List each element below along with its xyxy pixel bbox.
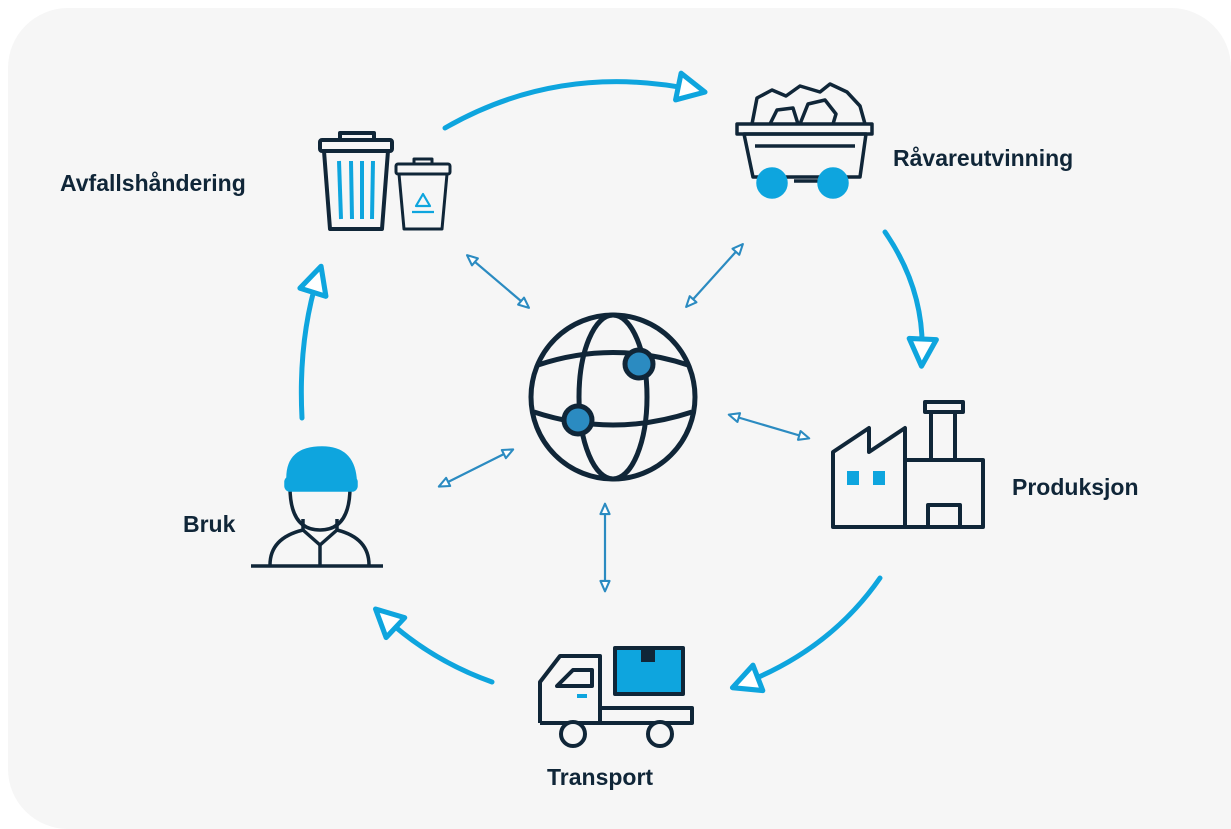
label-waste-management: Avfallshåndering xyxy=(60,170,246,196)
label-production: Produksjon xyxy=(1012,474,1139,500)
arrow-use-to-waste xyxy=(297,263,329,421)
label-use: Bruk xyxy=(183,511,236,537)
label-transport: Transport xyxy=(547,764,654,790)
factory-icon xyxy=(831,400,985,529)
arrow-production-to-transport xyxy=(729,575,883,694)
exchange-arrows xyxy=(437,242,811,593)
double-arrow-waste xyxy=(465,254,531,309)
arrow-raw-to-production xyxy=(882,229,939,369)
double-arrow-use xyxy=(437,448,515,488)
double-arrow-raw xyxy=(685,242,744,309)
globe-network-icon xyxy=(528,312,698,482)
cycle-arrows xyxy=(297,70,939,694)
person-with-cap-icon xyxy=(251,446,383,568)
arrow-transport-to-use xyxy=(373,606,495,685)
delivery-truck-icon xyxy=(538,646,694,748)
trash-and-recycle-bin-icon xyxy=(318,131,452,231)
arrow-waste-to-raw xyxy=(442,70,708,131)
mining-cart-icon xyxy=(735,82,874,199)
double-arrow-production xyxy=(727,412,811,441)
label-raw-material-extraction: Råvareutvinning xyxy=(893,145,1074,171)
